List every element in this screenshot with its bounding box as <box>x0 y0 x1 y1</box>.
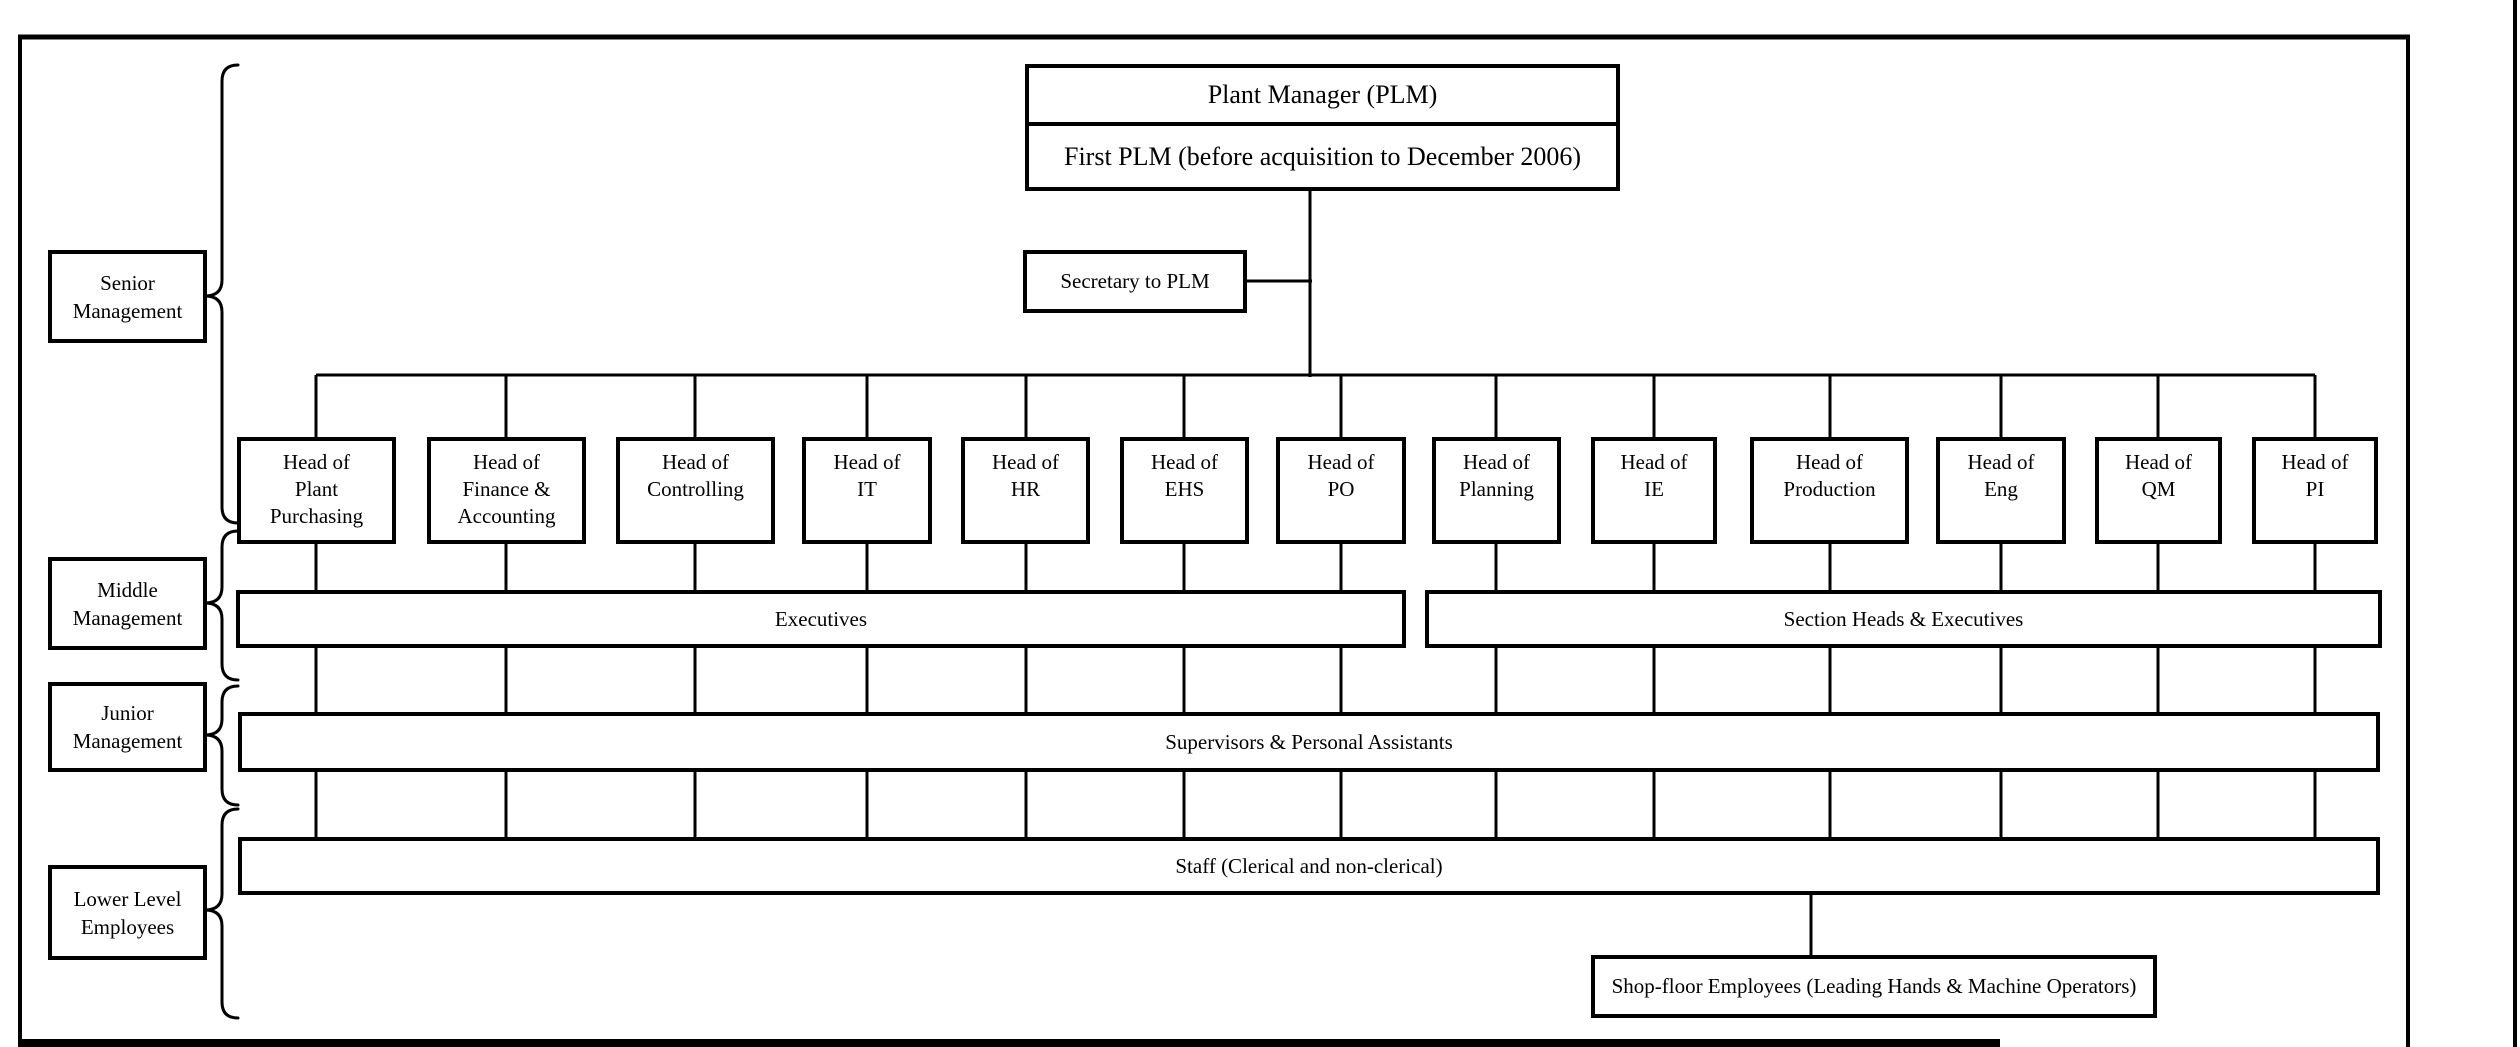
level-label-lower-level-employees: Lower Level Employees <box>48 865 207 960</box>
head-box-ie: Head of IE <box>1591 437 1717 544</box>
brace-lower-level <box>204 807 240 1020</box>
head-box-qm: Head of QM <box>2095 437 2222 544</box>
head-box-planning: Head of Planning <box>1432 437 1561 544</box>
head-box-pi: Head of PI <box>2252 437 2378 544</box>
band-supervisors-personal-assistants: Supervisors & Personal Assistants <box>238 712 2380 772</box>
head-box-po: Head of PO <box>1276 437 1406 544</box>
plm-title-box: Plant Manager (PLM) <box>1025 64 1620 126</box>
level-label-junior-management: Junior Management <box>48 682 207 772</box>
band-section-heads-executives: Section Heads & Executives <box>1425 590 2382 648</box>
head-box-production: Head of Production <box>1750 437 1909 544</box>
brace-senior-management <box>204 63 240 525</box>
secretary-box: Secretary to PLM <box>1023 250 1247 313</box>
connector-lines <box>314 185 2317 959</box>
brace-middle-management <box>204 529 240 682</box>
brace-junior-management <box>204 684 240 807</box>
head-box-plant-purchasing: Head of Plant Purchasing <box>237 437 396 544</box>
band-executives: Executives <box>236 590 1406 648</box>
head-box-finance-accounting: Head of Finance & Accounting <box>427 437 586 544</box>
level-label-senior-management: Senior Management <box>48 250 207 343</box>
head-box-it: Head of IT <box>802 437 932 544</box>
level-label-middle-management: Middle Management <box>48 557 207 650</box>
head-box-hr: Head of HR <box>961 437 1090 544</box>
plm-subtitle-box: First PLM (before acquisition to Decembe… <box>1025 122 1620 191</box>
head-box-controlling: Head of Controlling <box>616 437 775 544</box>
figure-border-bottom <box>18 1039 2000 1047</box>
band-staff: Staff (Clerical and non-clerical) <box>238 837 2380 895</box>
head-box-eng: Head of Eng <box>1936 437 2066 544</box>
head-box-ehs: Head of EHS <box>1120 437 1249 544</box>
shop-floor-box: Shop-floor Employees (Leading Hands & Ma… <box>1591 955 2157 1018</box>
